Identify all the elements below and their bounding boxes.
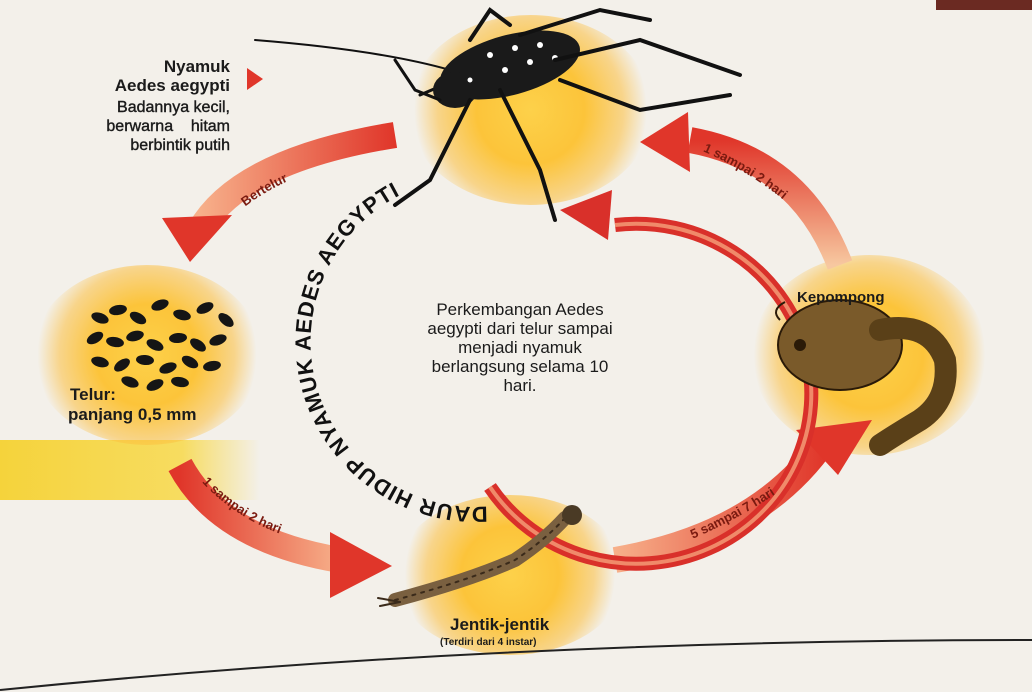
egg-label-line1: Telur: (70, 386, 116, 404)
egg-label-line2: panjang 0,5 mm (68, 406, 196, 424)
center-text: Perkembangan Aedes aegypti dari telur sa… (370, 300, 670, 395)
egg-illustration (85, 297, 236, 393)
arrow-larva-to-pupa (615, 420, 872, 560)
larva-label: Jentik-jentik (450, 616, 549, 634)
pointer-triangle (247, 68, 263, 90)
arrow-pupa-to-mosquito (640, 112, 840, 265)
center-line-1: Perkembangan Aedes (370, 300, 670, 319)
center-line-4: berlangsung selama 10 (370, 357, 670, 376)
mosquito-desc-line1: Badannya kecil, (40, 100, 230, 117)
center-line-3: menjadi nyamuk (370, 338, 670, 357)
mosquito-name-line2: Aedes aegypti (80, 77, 230, 95)
center-line-5: hari. (370, 376, 670, 395)
pupa-label: Kepompong (797, 290, 885, 306)
mosquito-illustration (255, 10, 740, 220)
mosquito-desc-line3: berbintik putih (40, 138, 230, 155)
mosquito-name-line1: Nyamuk (130, 58, 230, 76)
larva-sublabel: (Terdiri dari 4 instar) (440, 638, 537, 649)
center-line-2: aegypti dari telur sampai (370, 319, 670, 338)
mosquito-desc-line2: berwarna hitam (30, 119, 230, 136)
